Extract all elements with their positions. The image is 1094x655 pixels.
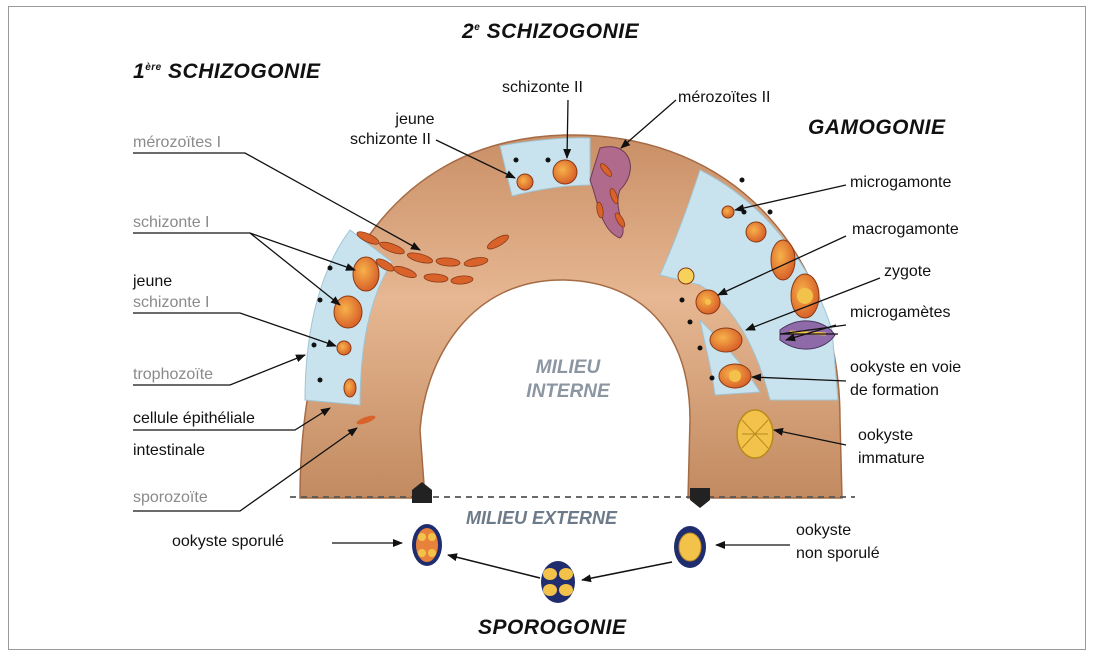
ookyste-sporogonie-icon	[541, 561, 575, 603]
label-merozoites-1: mérozoïtes I	[133, 133, 221, 153]
label-ookyste-sporule: ookyste sporulé	[172, 532, 284, 552]
milieu-interne-line2: INTERNE	[498, 380, 638, 404]
heading-schizogonie-1-number: 1	[133, 60, 145, 83]
label-ookyste-formation-a: ookyste en voie	[850, 358, 961, 378]
label-trophozoite: trophozoïte	[133, 365, 213, 385]
label-jeune-schizonte-2-a: jeune	[380, 110, 450, 130]
label-ookyste-formation-b: de formation	[850, 381, 939, 401]
label-ookyste-non-sporule-a: ookyste	[796, 521, 851, 541]
label-ookyste-immature-b: immature	[858, 449, 925, 469]
milieu-externe-label: MILIEU EXTERNE	[466, 508, 617, 529]
heading-gamogonie: GAMOGONIE	[808, 116, 946, 140]
label-cellule-1: cellule épithéliale	[133, 409, 255, 429]
label-jeune-schizonte-1-a: jeune	[133, 272, 172, 292]
ookyste-non-sporule-icon	[674, 526, 706, 568]
heading-schizogonie-1-word: SCHIZOGONIE	[168, 60, 321, 83]
label-schizonte-2: schizonte II	[502, 78, 583, 98]
heading-schizogonie-2-sup: e	[474, 22, 480, 33]
milieu-interne-label: MILIEU INTERNE	[498, 356, 638, 404]
label-macrogamonte: macrogamonte	[852, 220, 959, 240]
label-microgametes: microgamètes	[850, 303, 950, 323]
label-zygote: zygote	[884, 262, 931, 282]
heading-schizogonie-1: 1ère SCHIZOGONIE	[133, 60, 321, 84]
label-merozoites-2: mérozoïtes II	[678, 88, 770, 108]
ookyste-sporule-icon	[412, 524, 442, 566]
exit-arrow-right	[690, 488, 710, 508]
label-cellule-2: intestinale	[133, 441, 205, 461]
label-ookyste-immature-a: ookyste	[858, 426, 913, 446]
heading-schizogonie-2-word: SCHIZOGONIE	[487, 20, 640, 43]
label-jeune-schizonte-1-b: schizonte I	[133, 293, 209, 313]
milieu-interne-line1: MILIEU	[498, 356, 638, 380]
label-microgamonte: microgamonte	[850, 173, 951, 193]
arrow-sporulation-1	[582, 562, 672, 580]
heading-schizogonie-2-number: 2	[462, 20, 474, 43]
heading-schizogonie-1-sup: ère	[145, 62, 162, 73]
label-ookyste-non-sporule-b: non sporulé	[796, 544, 880, 564]
label-sporozoite: sporozoïte	[133, 488, 208, 508]
heading-schizogonie-2: 2e SCHIZOGONIE	[462, 20, 639, 44]
label-schizonte-1: schizonte I	[133, 213, 209, 233]
heading-sporogonie: SPOROGONIE	[478, 616, 627, 640]
label-jeune-schizonte-2-b: schizonte II	[350, 130, 431, 150]
arrow-sporulation-2	[448, 555, 540, 578]
